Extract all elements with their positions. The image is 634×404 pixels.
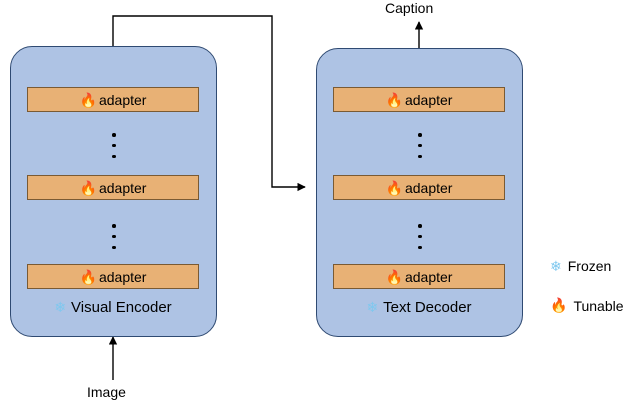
decoder-adapter-2[interactable]: 🔥 adapter <box>333 175 505 200</box>
legend-label-frozen: Frozen <box>567 258 612 274</box>
visual-encoder-title: ❄ Visual Encoder <box>27 296 199 318</box>
adapter-label: adapter <box>98 268 147 285</box>
dot <box>418 224 422 228</box>
flame-icon: 🔥 <box>385 179 403 196</box>
caption-label: Caption <box>385 0 434 16</box>
flame-icon: 🔥 <box>385 268 403 285</box>
dot <box>112 133 116 137</box>
snowflake-icon: ❄ <box>550 258 562 274</box>
snowflake-icon: ❄ <box>54 299 67 315</box>
image-label: Image <box>87 384 126 400</box>
dot <box>418 133 422 137</box>
flame-icon: 🔥 <box>550 297 568 313</box>
encoder-vertical-dots-1 <box>109 133 119 158</box>
flame-icon: 🔥 <box>385 91 403 108</box>
dot <box>418 245 422 249</box>
decoder-adapter-3[interactable]: 🔥 adapter <box>333 264 505 289</box>
text-decoder-title: ❄ Text Decoder <box>333 296 505 318</box>
snowflake-icon: ❄ <box>366 299 379 315</box>
legend-item-frozen: ❄ Frozen <box>550 258 611 274</box>
adapter-label: adapter <box>404 91 453 108</box>
adapter-label: adapter <box>98 179 147 196</box>
adapter-label: adapter <box>98 91 147 108</box>
encoder-vertical-dots-2 <box>109 224 119 249</box>
dot <box>112 234 116 239</box>
adapter-label: adapter <box>404 179 453 196</box>
encoder-adapter-1[interactable]: 🔥 adapter <box>27 87 199 112</box>
adapter-label: adapter <box>404 268 453 285</box>
dot <box>112 224 116 228</box>
legend-item-tunable: 🔥 Tunable <box>550 297 624 314</box>
decoder-vertical-dots-2 <box>415 224 425 249</box>
encoder-adapter-3[interactable]: 🔥 adapter <box>27 264 199 289</box>
flame-icon: 🔥 <box>79 179 97 196</box>
dot <box>418 234 422 239</box>
flame-icon: 🔥 <box>79 268 97 285</box>
encoder-adapter-2[interactable]: 🔥 adapter <box>27 175 199 200</box>
decoder-title-text: Text Decoder <box>383 298 472 316</box>
dot <box>418 154 422 158</box>
decoder-adapter-1[interactable]: 🔥 adapter <box>333 87 505 112</box>
decoder-vertical-dots-1 <box>415 133 425 158</box>
dot <box>112 245 116 249</box>
flame-icon: 🔥 <box>79 91 97 108</box>
dot <box>112 143 116 148</box>
dot <box>418 143 422 148</box>
legend-label-tunable: Tunable <box>573 297 624 314</box>
encoder-title-text: Visual Encoder <box>71 298 172 316</box>
dot <box>112 154 116 158</box>
